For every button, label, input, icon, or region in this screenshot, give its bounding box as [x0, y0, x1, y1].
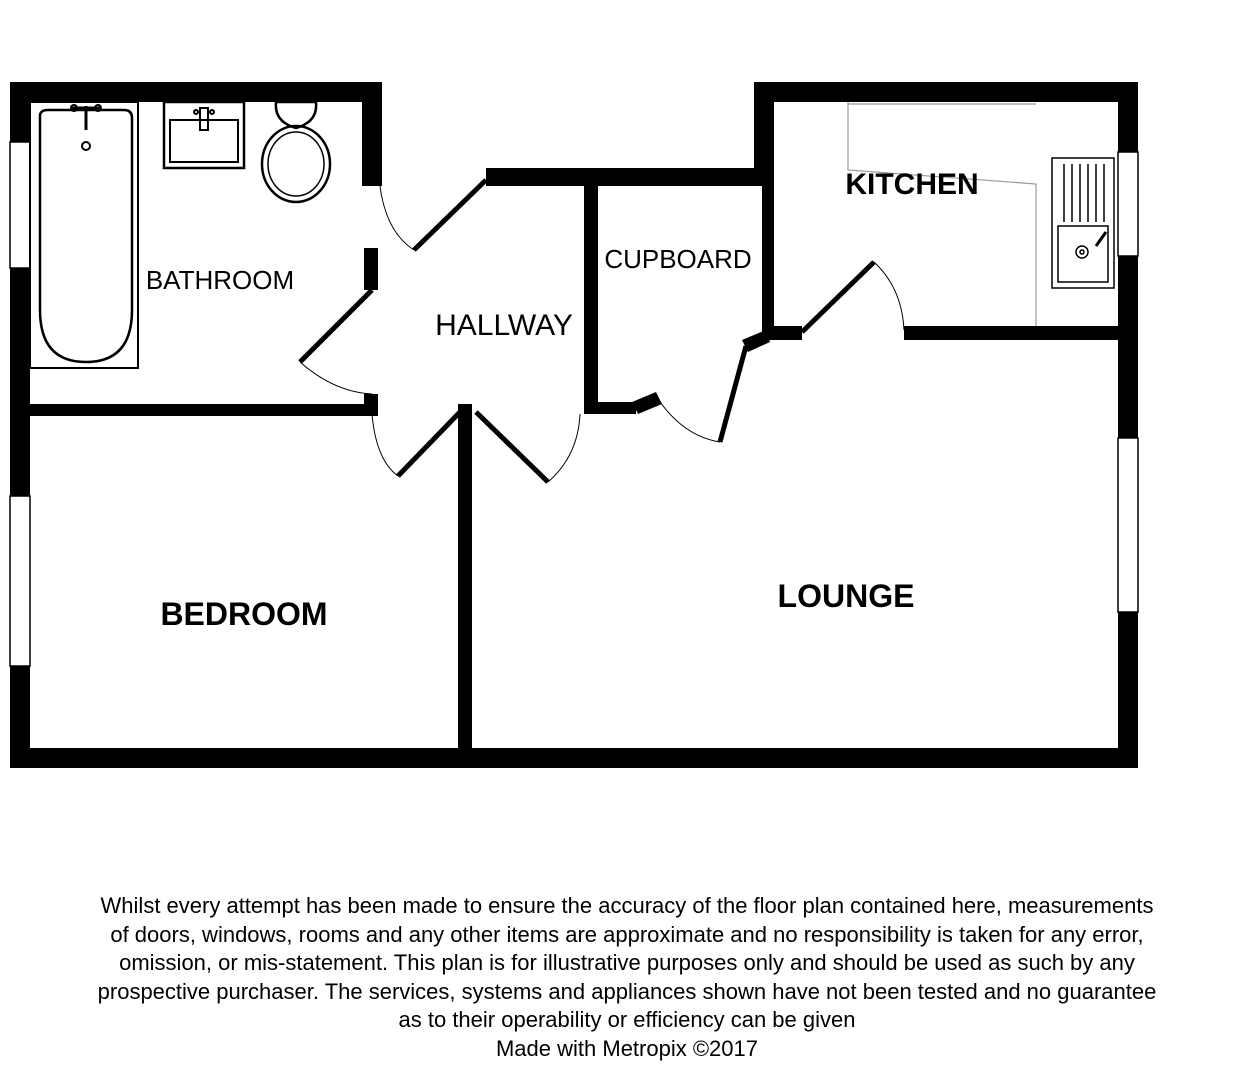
- room-label-kitchen: KITCHEN: [845, 168, 978, 201]
- wall-top-left: [10, 82, 382, 102]
- door-cupboard-leaf: [717, 345, 749, 443]
- door-bathroom-swing: [379, 185, 415, 251]
- disclaimer-line: as to their operability or efficiency ca…: [398, 1007, 856, 1032]
- door-cupboard-swing: [655, 395, 721, 443]
- window-bathroom: [9, 141, 31, 269]
- wall-top-right: [754, 82, 1138, 102]
- bathtub-icon: [29, 101, 139, 369]
- wall-bathroom-right-mid: [364, 248, 378, 290]
- toilet-icon: [260, 100, 332, 204]
- wall-hallway-top: [486, 168, 774, 186]
- room-label-cupboard: CUPBOARD: [604, 244, 751, 274]
- door-bathroom-leaf: [412, 178, 488, 252]
- doors: [298, 178, 905, 484]
- wall-bottom: [10, 748, 1138, 768]
- wall-kitchen-left: [762, 182, 774, 332]
- washbasin-icon: [162, 100, 246, 170]
- wall-cupboard-door-jamb: [632, 392, 662, 414]
- windows: [9, 141, 1139, 667]
- disclaimer-line: prospective purchaser. The services, sys…: [97, 978, 1157, 1004]
- wall-bathroom-right-upper: [362, 82, 382, 186]
- disclaimer-line: Whilst every attempt has been made to en…: [100, 893, 1154, 918]
- wall-cupboard-left: [584, 186, 598, 414]
- wall-kitchen-bottom-right: [904, 326, 1118, 340]
- door-bedroom-swing: [371, 413, 399, 477]
- wall-kitchen-bottom-left: [762, 326, 802, 340]
- room-label-hallway: HALLWAY: [435, 309, 573, 342]
- window-lounge: [1117, 437, 1139, 613]
- door-lounge-swing: [547, 413, 581, 483]
- window-bedroom: [9, 495, 31, 667]
- door-kitchen-swing: [873, 261, 905, 331]
- room-label-lounge: LOUNGE: [778, 578, 915, 614]
- credit-line: Made with Metropix ©2017: [495, 1035, 758, 1061]
- wall-kitchen-left-upper: [754, 82, 774, 186]
- wall-cupboard-bottom: [584, 402, 636, 414]
- disclaimer: Whilst every attempt has been made to en…: [0, 892, 1254, 1063]
- room-label-bathroom: BATHROOM: [146, 265, 294, 295]
- room-label-bedroom: BEDROOM: [160, 596, 327, 632]
- door-kitchen-leaf: [800, 260, 876, 334]
- door-bedroom-leaf: [396, 410, 462, 478]
- worktop-top: [847, 102, 1037, 326]
- wall-bedroom-right: [458, 404, 472, 748]
- door-lounge-leaf: [474, 410, 550, 484]
- door-hallway-left-swing: [299, 361, 373, 395]
- kitchen-sink-icon: [1051, 157, 1115, 289]
- wall-bathroom-bottom: [30, 404, 378, 416]
- kitchen-worktop: [847, 102, 1037, 326]
- window-kitchen: [1117, 151, 1139, 257]
- floor-plan: BATHROOM HALLWAY CUPBOARD KITCHEN BEDROO…: [9, 82, 1139, 768]
- disclaimer-line: of doors, windows, rooms and any other i…: [110, 921, 1144, 947]
- door-hallway-left-leaf: [298, 288, 374, 364]
- disclaimer-line: omission, or mis-statement. This plan is…: [119, 950, 1135, 975]
